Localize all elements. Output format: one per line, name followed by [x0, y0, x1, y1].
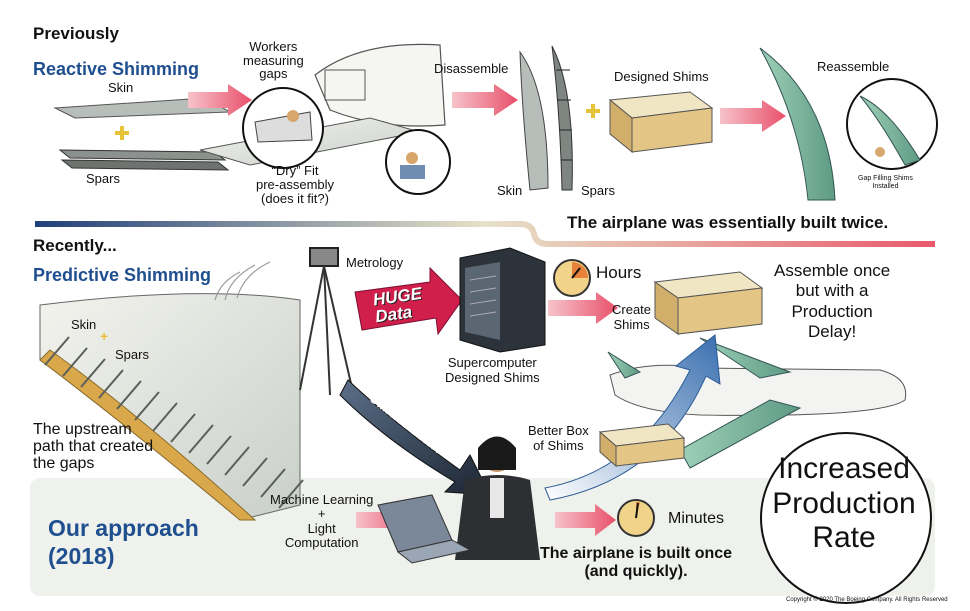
dry-fit-magnifier: [385, 129, 451, 195]
shim-box-icon: [608, 91, 714, 154]
spars-label-middle: Spars: [115, 347, 149, 362]
clock-icon: [553, 259, 591, 297]
spar-rib: [170, 413, 196, 443]
supercomputer-icon: [459, 247, 546, 353]
reactive-shimming-heading: Reactive Shimming: [33, 59, 200, 79]
flow-arrow-6: [555, 504, 616, 536]
plus-icon: [115, 126, 129, 140]
our-approach-label: Our approach (2018): [48, 515, 199, 569]
smart-data-arrow: [339, 379, 491, 496]
section-divider: [35, 221, 935, 247]
assemble-once-label: Assemble once but with a Production Dela…: [774, 261, 891, 342]
tripod-icon: [299, 247, 353, 396]
better-box-label: Better Box of Shims: [528, 423, 589, 453]
previously-heading: Previously: [33, 24, 119, 43]
upstream-label: The upstream path that created the gaps: [33, 421, 154, 472]
skin-label-disassembled: Skin: [497, 183, 523, 198]
spar-rib: [134, 391, 160, 421]
spar-rib: [206, 435, 232, 465]
disassembled-wing-icon: [519, 45, 573, 191]
flow-arrow-4: [548, 292, 618, 324]
skin-label-top: Skin: [108, 80, 134, 95]
reassemble-label: Reassemble: [817, 59, 890, 74]
supercomputer-label: Supercomputer Designed Shims: [445, 355, 540, 385]
spars-label-disassembled: Spars: [581, 183, 615, 198]
clock-icon: [617, 499, 655, 537]
workers-label: Workers measuring gaps: [243, 39, 304, 82]
plus-icon: [586, 104, 600, 118]
laptop-icon: [377, 494, 472, 564]
spar-ribs: [44, 336, 304, 509]
shim-box-icon: [653, 271, 764, 335]
smart-path-arrow: [544, 334, 721, 501]
spar-rib: [242, 457, 268, 487]
hours-label: Hours: [596, 263, 642, 282]
metrology-label: Metrology: [346, 255, 404, 270]
increased-rate-label: Increased Production Rate: [772, 452, 916, 554]
spar-rib: [44, 336, 70, 366]
spar-rib: [80, 358, 106, 388]
designed-shims-label: Designed Shims: [614, 69, 709, 84]
spar-rib: [62, 347, 88, 377]
flow-arrow-1: [188, 84, 252, 116]
spar-rib: [278, 479, 304, 509]
create-shims-label: Create Shims: [612, 302, 652, 332]
reassembled-wing-icon: [759, 47, 836, 201]
huge-data-label: HUGE Data: [371, 283, 424, 327]
spar-rib: [188, 424, 214, 454]
flow-arrow-2: [452, 84, 518, 116]
spar-rib: [98, 369, 124, 399]
recently-heading: Recently...: [33, 236, 117, 255]
disassemble-label: Disassemble: [434, 61, 509, 76]
built-once-summary: The airplane is built once (and quickly)…: [540, 545, 733, 580]
dry-fit-label: “Dry” Fit pre-assembly (does it fit?): [256, 163, 335, 207]
engineer-icon: [455, 436, 540, 560]
copyright-text: Copyright © 2020 The Boeing Company. All…: [786, 597, 948, 603]
gap-filling-label: Gap Filling Shims Installed: [858, 175, 913, 190]
scan-waves-icon: [214, 261, 271, 301]
spar-rib: [152, 402, 178, 432]
huge-data-arrow: [354, 266, 463, 336]
plus-mark-middle: +: [100, 328, 109, 344]
spar-rib: [116, 380, 142, 410]
spar-rib: [224, 446, 250, 476]
skin-label-middle: Skin: [71, 317, 97, 332]
spars-label-top: Spars: [86, 171, 120, 186]
shim-box-icon: [598, 423, 686, 468]
increased-rate-circle: [760, 432, 932, 604]
predictive-shimming-heading: Predictive Shimming: [33, 265, 212, 285]
ml-label: Machine Learning + Light Computation: [270, 492, 374, 550]
minutes-label: Minutes: [668, 510, 725, 527]
built-twice-summary: The airplane was essentially built twice…: [567, 213, 889, 232]
spar-rib: [260, 468, 286, 498]
spars-icon: [58, 149, 230, 171]
flow-arrow-3: [720, 100, 786, 132]
